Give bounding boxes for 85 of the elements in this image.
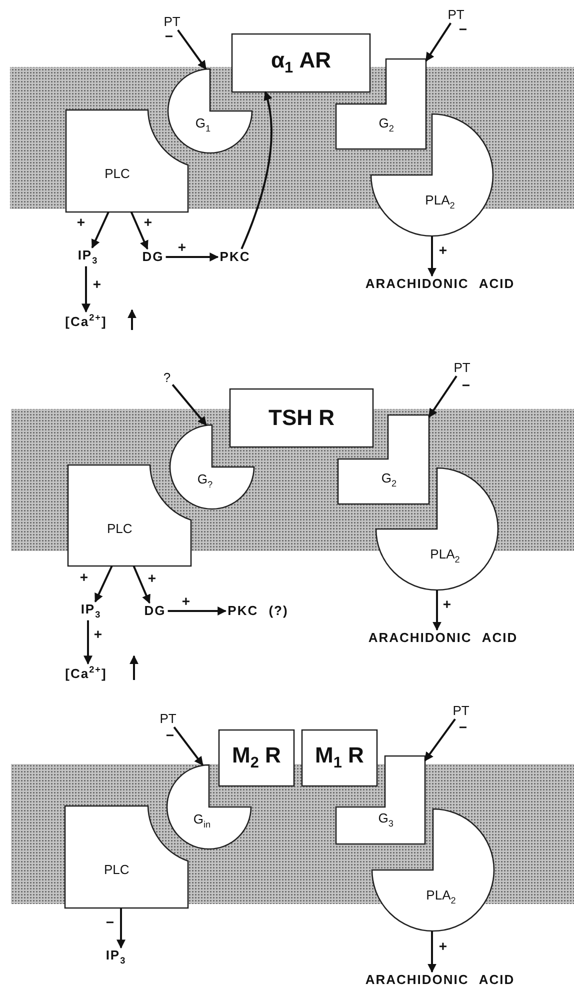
arrow — [91, 212, 110, 249]
arrow — [177, 30, 207, 70]
molecule-label: ARACHIDONIC ACID — [363, 276, 517, 292]
arrow — [428, 236, 436, 277]
enzyme-shape — [68, 465, 191, 566]
edge-label: + — [438, 939, 448, 953]
protein-name: PLC — [104, 167, 130, 182]
receptor-box — [232, 34, 370, 92]
edge-label: + — [80, 570, 88, 584]
protein-name: PLA$_{2}$ — [430, 548, 460, 564]
arrow — [130, 212, 148, 250]
molecule-label: DG — [142, 602, 168, 620]
receptor-name: M$_{2}$ R — [232, 743, 281, 773]
receptor-name: α$_{1}$ AR — [271, 48, 331, 78]
arrow — [173, 726, 204, 766]
edge-label: + — [178, 240, 186, 254]
g-protein-shape — [168, 69, 252, 153]
protein-name: G$_{2}$ — [378, 116, 394, 133]
enzyme-shape — [372, 809, 494, 931]
molecule-label: IP$_{3}$ — [76, 248, 100, 266]
edge-label: − — [462, 378, 470, 392]
receptor-box — [302, 730, 377, 786]
molecule-label: ARACHIDONIC ACID — [366, 630, 520, 646]
inhibitor-label: PT — [158, 710, 178, 728]
molecule-label: IP$_{3}$ — [104, 948, 128, 966]
molecule-label: [Ca$^{2+}$] — [63, 664, 109, 682]
arrow — [166, 252, 219, 262]
molecule-label: ARACHIDONIC ACID — [363, 972, 517, 988]
arrow — [240, 91, 272, 250]
edge-label: − — [164, 29, 174, 43]
g-protein-shape — [336, 59, 426, 149]
edge-label: + — [94, 627, 102, 641]
edge-label: + — [76, 215, 86, 229]
molecule-label: [Ca$^{2+}$] — [63, 312, 109, 330]
arrow — [424, 718, 456, 762]
edge-label: − — [458, 720, 468, 734]
molecule-label: IP$_{3}$ — [78, 602, 104, 620]
enzyme-shape — [376, 468, 498, 590]
arrow — [428, 376, 458, 418]
arrow — [82, 266, 90, 313]
edge-label: − — [106, 915, 114, 929]
enzyme-shape — [66, 110, 188, 212]
inhibitor-label: PT — [452, 360, 472, 376]
protein-name: PLC — [107, 521, 132, 536]
edge-label: + — [438, 243, 448, 257]
receptor-box — [219, 730, 294, 786]
g-protein-shape — [170, 425, 254, 509]
edge-label: + — [442, 597, 452, 611]
protein-name: G$_{3}$ — [378, 812, 394, 829]
protein-name: G$_{?}$ — [197, 472, 213, 490]
protein-name: PLA$_{2}$ — [425, 194, 455, 210]
arrow — [84, 620, 92, 665]
edge-label: + — [92, 277, 102, 291]
protein-name: G$_{in}$ — [193, 812, 211, 830]
arrow — [168, 606, 227, 616]
arrow — [425, 22, 452, 62]
protein-name: G$_{2}$ — [381, 472, 397, 488]
arrow — [94, 566, 113, 603]
arrow — [432, 590, 442, 631]
arrow — [116, 908, 126, 949]
molecule-label: PKC (?) — [226, 602, 290, 620]
receptor-name: TSH R — [268, 406, 334, 430]
g-protein-shape — [338, 415, 429, 504]
protein-name: PLA$_{2}$ — [426, 888, 456, 906]
g-protein-shape — [167, 765, 251, 849]
arrow — [172, 384, 207, 426]
edge-label: + — [182, 594, 190, 608]
inhibitor-label: PT — [446, 6, 466, 24]
edge-label: − — [166, 728, 174, 742]
receptor-box — [230, 389, 373, 447]
edge-label: + — [144, 215, 152, 229]
arrow — [132, 566, 150, 604]
enzyme-shape — [371, 114, 493, 236]
inhibitor-label: PT — [450, 702, 472, 720]
molecule-label: DG — [140, 248, 166, 266]
unknown-label: ? — [161, 370, 173, 386]
edge-label: + — [148, 571, 156, 585]
molecule-label: PKC — [218, 248, 252, 266]
edge-label: − — [458, 22, 468, 36]
receptor-name: M$_{1}$ R — [315, 743, 364, 773]
protein-name: G$_{1}$ — [195, 116, 211, 134]
inhibitor-label: PT — [162, 14, 182, 30]
protein-name: PLC — [104, 863, 130, 878]
arrow — [428, 931, 436, 973]
enzyme-shape — [65, 806, 188, 908]
